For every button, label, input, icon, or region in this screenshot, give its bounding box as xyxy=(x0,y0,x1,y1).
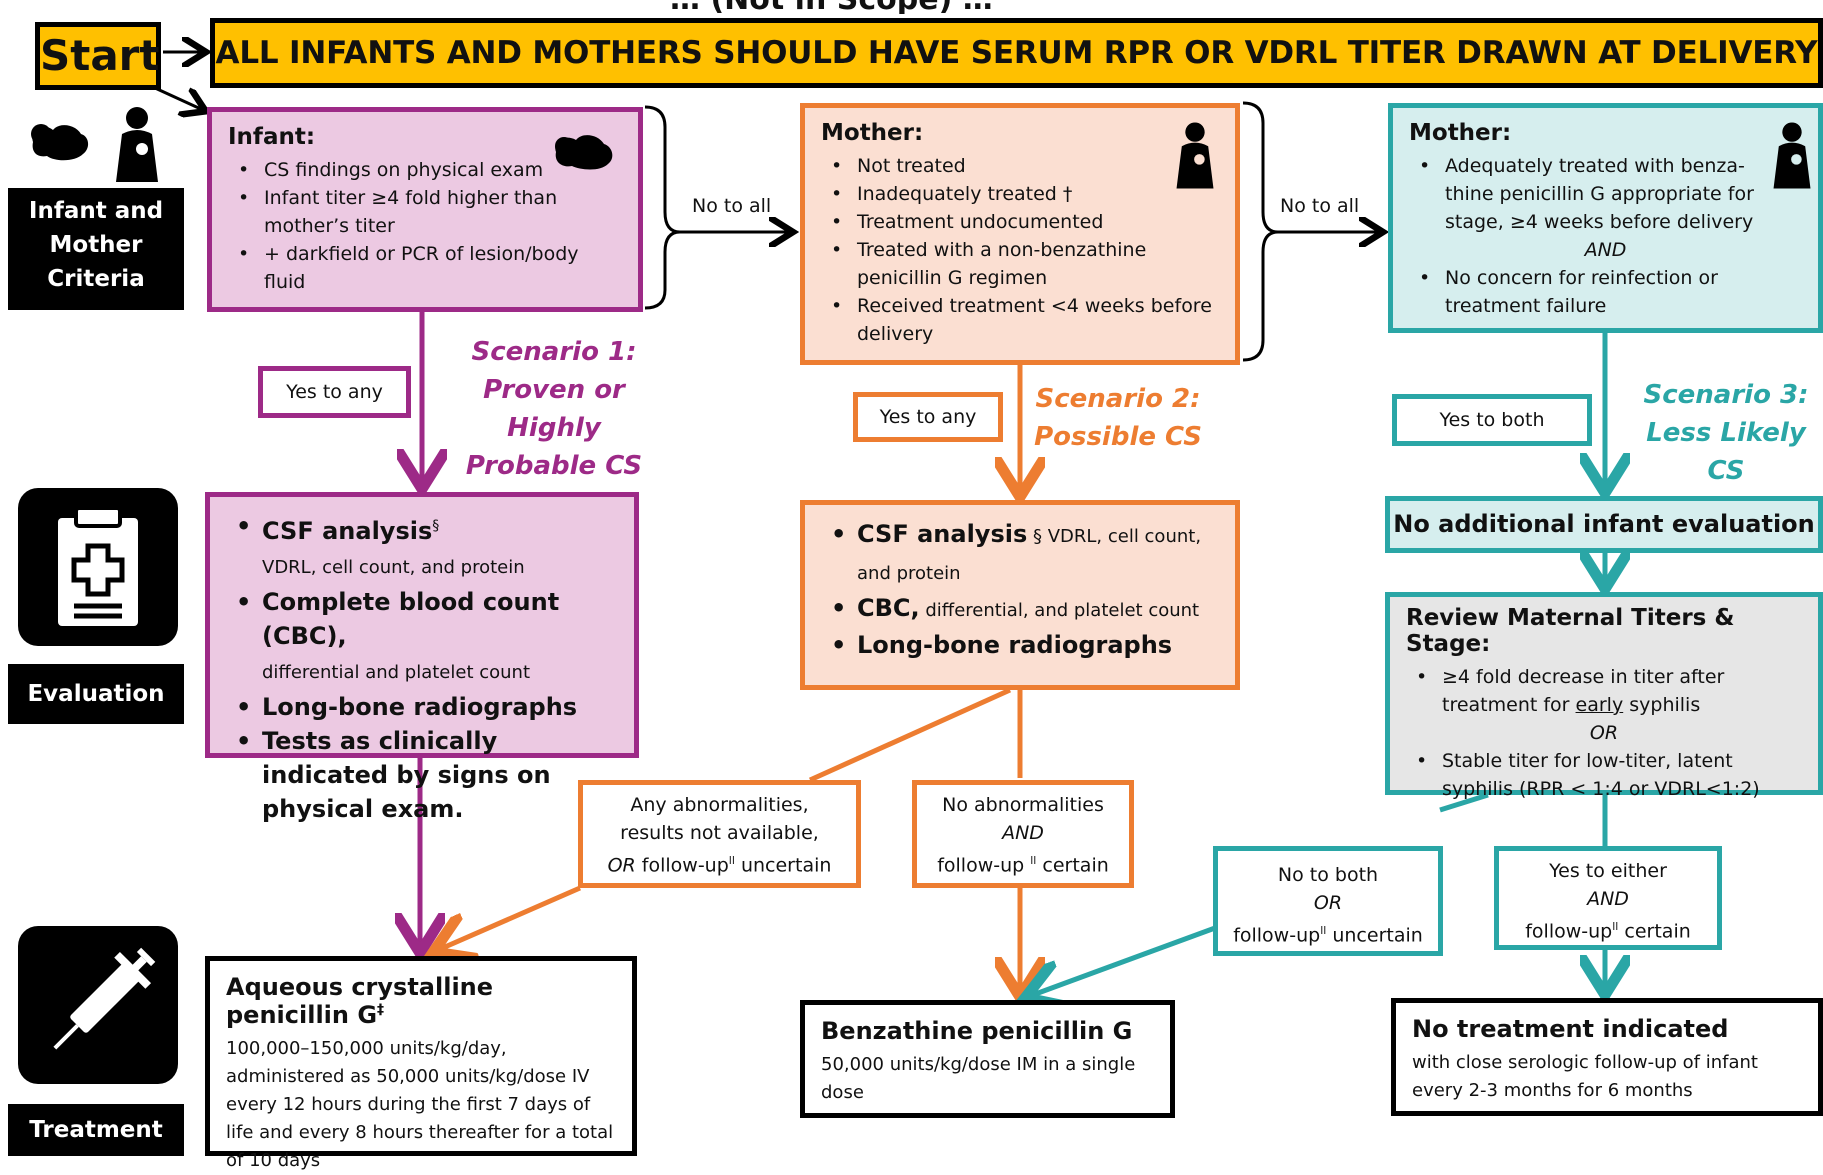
scenario-2-label: Scenario 2:Possible CS xyxy=(1034,384,1202,452)
infant-criteria-box: Infant: CS findings on physical exam Inf… xyxy=(207,107,643,312)
evaluation-label: Evaluation xyxy=(8,664,184,724)
mother-title: Mother: xyxy=(821,120,924,146)
treatment-title: Aqueous crystalline penicillin G‡ xyxy=(226,973,494,1029)
infant-icon xyxy=(25,112,95,172)
arrow-any-abn-treat1 xyxy=(438,885,582,950)
syringe-icon xyxy=(18,926,178,1084)
eval-item-bone: Long-bone radiographs xyxy=(226,690,618,724)
mother-title: Mother: xyxy=(1409,120,1512,146)
clipped-page-title: … (Not in Scope) … xyxy=(0,0,1823,14)
treatment-title: Benzathine penicillin G xyxy=(821,1017,1133,1045)
mother-adequate-box: Mother: Adequately treated with benza-th… xyxy=(1388,103,1823,333)
yes-to-any-label: Yes to any xyxy=(853,392,1003,442)
mother-icon xyxy=(1176,122,1214,189)
arrow-no-both-treat2 xyxy=(1030,925,1216,996)
infant-item: Infant titer ≥4 fold higher than mother’… xyxy=(228,184,622,240)
treatment-none-box: No treatment indicated with close serolo… xyxy=(1391,998,1823,1116)
eval-item-cbc: Complete blood count (CBC),differential … xyxy=(226,585,618,690)
mother-item: Received treatment <4 weeks before deliv… xyxy=(821,292,1219,348)
or-connector: OR xyxy=(1589,722,1619,744)
mother-icon xyxy=(112,104,162,184)
scenario-3-label: Scenario 3:Less Likely CS xyxy=(1643,380,1809,486)
infant-title: Infant: xyxy=(228,124,316,150)
mother-icon xyxy=(1773,122,1811,189)
banner-instruction: ALL INFANTS AND MOTHERS SHOULD HAVE SERU… xyxy=(210,18,1823,88)
mother-item: No concern for reinfection or treatment … xyxy=(1409,264,1802,320)
treatment-body: with close serologic follow-up of infant… xyxy=(1412,1052,1758,1101)
eval-item-csf: CSF analysis § VDRL, cell count, and pro… xyxy=(821,517,1219,591)
any-abnormalities-label: Any abnormalities, results not available… xyxy=(578,780,861,888)
treatment-benzathine-box: Benzathine penicillin G 50,000 units/kg/… xyxy=(800,1000,1175,1118)
evaluation-proven-box: CSF analysis§VDRL, cell count, and prote… xyxy=(205,492,639,823)
clipboard-icon xyxy=(18,488,178,646)
eval-item-csf: CSF analysis§VDRL, cell count, and prote… xyxy=(226,509,618,585)
treatment-aqueous-box: Aqueous crystalline penicillin G‡ 100,00… xyxy=(205,956,637,1171)
evaluation-possible-box: CSF analysis § VDRL, cell count, and pro… xyxy=(800,500,1240,690)
line-any-abn xyxy=(808,687,1012,783)
review-item: ≥4 fold decrease in titer after treatmen… xyxy=(1406,663,1802,719)
criteria-label: Infant and Mother Criteria xyxy=(8,188,184,310)
mother-item: Not treated xyxy=(821,152,1219,180)
eval-item-bone: Long-bone radiographs xyxy=(821,628,1219,662)
no-evaluation-box: No additional infant evaluation xyxy=(1385,496,1823,553)
start-label: Start xyxy=(35,22,161,90)
no-to-both-label: No to both OR follow-upll uncertain xyxy=(1213,846,1443,956)
mother-item: Adequately treated with benza-thine peni… xyxy=(1409,152,1802,236)
infant-icon xyxy=(555,135,613,170)
review-item: Stable titer for low-titer, latent syphi… xyxy=(1406,747,1802,803)
yes-to-any-label: Yes to any xyxy=(258,366,411,418)
arrow-start-infant xyxy=(154,86,203,110)
treatment-body: 100,000–150,000 units/kg/day, administer… xyxy=(226,1038,614,1171)
review-title: Review Maternal Titers & Stage: xyxy=(1406,605,1735,657)
eval-item-tests: Tests as clinically indicated by signs o… xyxy=(226,724,618,826)
infant-item: CS findings on physical exam xyxy=(228,156,622,184)
mother-risk-box: Mother: Not treated Inadequately treated… xyxy=(800,103,1240,365)
yes-to-both-label: Yes to both xyxy=(1392,394,1592,446)
treatment-title: No treatment indicated xyxy=(1412,1015,1729,1043)
brace-infant xyxy=(644,105,681,310)
and-connector: AND xyxy=(1584,239,1627,261)
no-to-all-label: No to all xyxy=(1276,195,1364,217)
eval-item-cbc: CBC, differential, and platelet count xyxy=(821,591,1219,628)
infant-item: + darkfield or PCR of lesion/body fluid xyxy=(228,240,622,296)
mother-item: Treated with a non-benzathine penicillin… xyxy=(821,236,1219,292)
treatment-label: Treatment xyxy=(8,1104,184,1156)
no-abnormalities-label: No abnormalities AND follow-up ll certai… xyxy=(912,780,1134,888)
brace-mother xyxy=(1242,101,1279,362)
mother-item: Inadequately treated † xyxy=(821,180,1219,208)
yes-to-either-label: Yes to either AND follow-upll certain xyxy=(1494,846,1722,950)
treatment-body: 50,000 units/kg/dose IM in a single dose xyxy=(821,1054,1136,1103)
no-to-all-label: No to all xyxy=(688,195,776,217)
review-titers-box: Review Maternal Titers & Stage: ≥4 fold … xyxy=(1385,592,1823,800)
mother-item: Treatment undocumented xyxy=(821,208,1219,236)
